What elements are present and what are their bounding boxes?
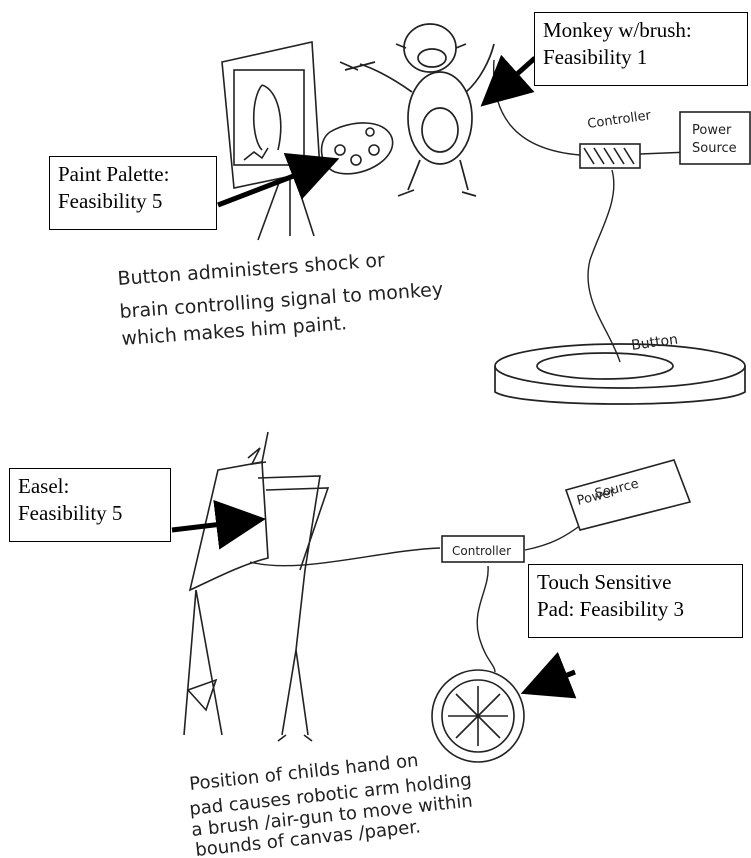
callout-pad-line2: Pad: Feasibility 3 (537, 596, 734, 623)
callout-pad-line1: Touch Sensitive (537, 569, 734, 596)
power-source-label-top-2: Source (692, 141, 737, 156)
callout-easel-line2: Feasibility 5 (18, 500, 162, 527)
callout-monkey: Monkey w/brush: Feasibility 1 (534, 12, 748, 86)
callout-palette-line2: Feasibility 5 (58, 188, 208, 215)
caption-top-1: Button administers shock or (117, 249, 386, 290)
callout-monkey-line1: Monkey w/brush: (543, 17, 739, 44)
button-label: Button (630, 332, 679, 354)
button-drawing (495, 344, 745, 404)
controller-label-bottom: Controller (452, 544, 511, 558)
arrow-easel (172, 520, 256, 530)
power-source-label-top-1: Power (692, 123, 732, 138)
palette-drawing (322, 123, 393, 174)
controller-label-top: Controller (586, 108, 652, 132)
power-source-box-top (680, 112, 750, 164)
arrow-pad (530, 672, 575, 690)
callout-pad: Touch Sensitive Pad: Feasibility 3 (528, 564, 743, 638)
callout-monkey-line2: Feasibility 1 (543, 44, 739, 71)
arrow-monkey (488, 58, 535, 100)
monkey-wire (494, 60, 690, 362)
callout-easel-line1: Easel: (18, 473, 162, 500)
monkey-drawing (340, 24, 494, 196)
callout-easel: Easel: Feasibility 5 (9, 468, 171, 542)
callout-palette: Paint Palette: Feasibility 5 (49, 156, 217, 230)
touch-pad-drawing (432, 670, 524, 762)
callout-palette-line1: Paint Palette: (58, 161, 208, 188)
canvas-painting (222, 42, 320, 188)
controller-box-top (580, 144, 640, 168)
easel-bottom (184, 432, 328, 741)
